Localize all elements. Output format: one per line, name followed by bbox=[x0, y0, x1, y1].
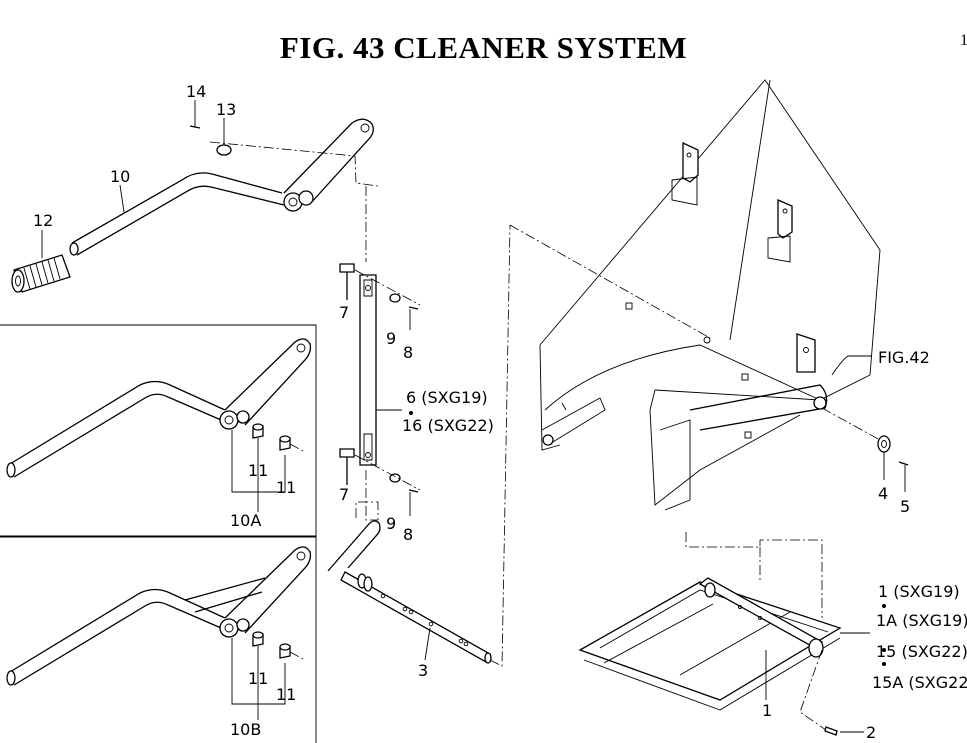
callout-16: 16 (SXG22) bbox=[402, 416, 494, 435]
callout-7-lower: 7 bbox=[339, 485, 349, 504]
callout-11-10a-left: 11 bbox=[248, 461, 268, 480]
grip-12 bbox=[11, 254, 71, 293]
inset-10b bbox=[0, 536, 317, 743]
callout-2: 2 bbox=[866, 723, 876, 742]
bottom-plate-1 bbox=[578, 532, 886, 736]
callout-14: 14 bbox=[186, 82, 206, 101]
callout-9-upper: 9 bbox=[386, 329, 396, 348]
handle-assembly bbox=[11, 100, 379, 293]
callout-1: 1 (SXG19) bbox=[878, 582, 960, 601]
callout-fig42: FIG.42 bbox=[878, 348, 930, 367]
link-rod-6-16 bbox=[339, 186, 421, 521]
washer-13 bbox=[216, 144, 232, 156]
callout-3: 3 bbox=[418, 661, 428, 680]
callout-11-10b-left: 11 bbox=[248, 669, 268, 688]
handle-bar-10 bbox=[69, 118, 374, 256]
hopper-body bbox=[509, 79, 909, 511]
callout-1a: 1A (SXG19) bbox=[876, 611, 967, 630]
callout-6: 6 (SXG19) bbox=[406, 388, 488, 407]
callout-12: 12 bbox=[33, 211, 53, 230]
callout-7-upper: 7 bbox=[339, 303, 349, 322]
callout-1-plate: 1 bbox=[762, 701, 772, 720]
shaft-3 bbox=[327, 224, 511, 667]
callout-10: 10 bbox=[110, 167, 130, 186]
callout-10b: 10B bbox=[230, 720, 261, 739]
page-edge-mark: 1 bbox=[960, 32, 967, 49]
callout-4: 4 bbox=[878, 484, 888, 503]
callout-11-10a-right: 11 bbox=[276, 478, 296, 497]
callout-9-lower: 9 bbox=[386, 514, 396, 533]
callout-5: 5 bbox=[900, 497, 910, 516]
callout-15: 15 (SXG22) bbox=[876, 642, 967, 661]
callout-11-10b-right: 11 bbox=[276, 685, 296, 704]
callout-8-upper: 8 bbox=[403, 343, 413, 362]
callout-13: 13 bbox=[216, 100, 236, 119]
callout-10a: 10A bbox=[230, 511, 261, 530]
callout-15a: 15A (SXG22) bbox=[872, 673, 967, 692]
callout-8-lower: 8 bbox=[403, 525, 413, 544]
page-title: FIG. 43 CLEANER SYSTEM bbox=[279, 30, 688, 65]
inset-10a bbox=[0, 324, 317, 537]
